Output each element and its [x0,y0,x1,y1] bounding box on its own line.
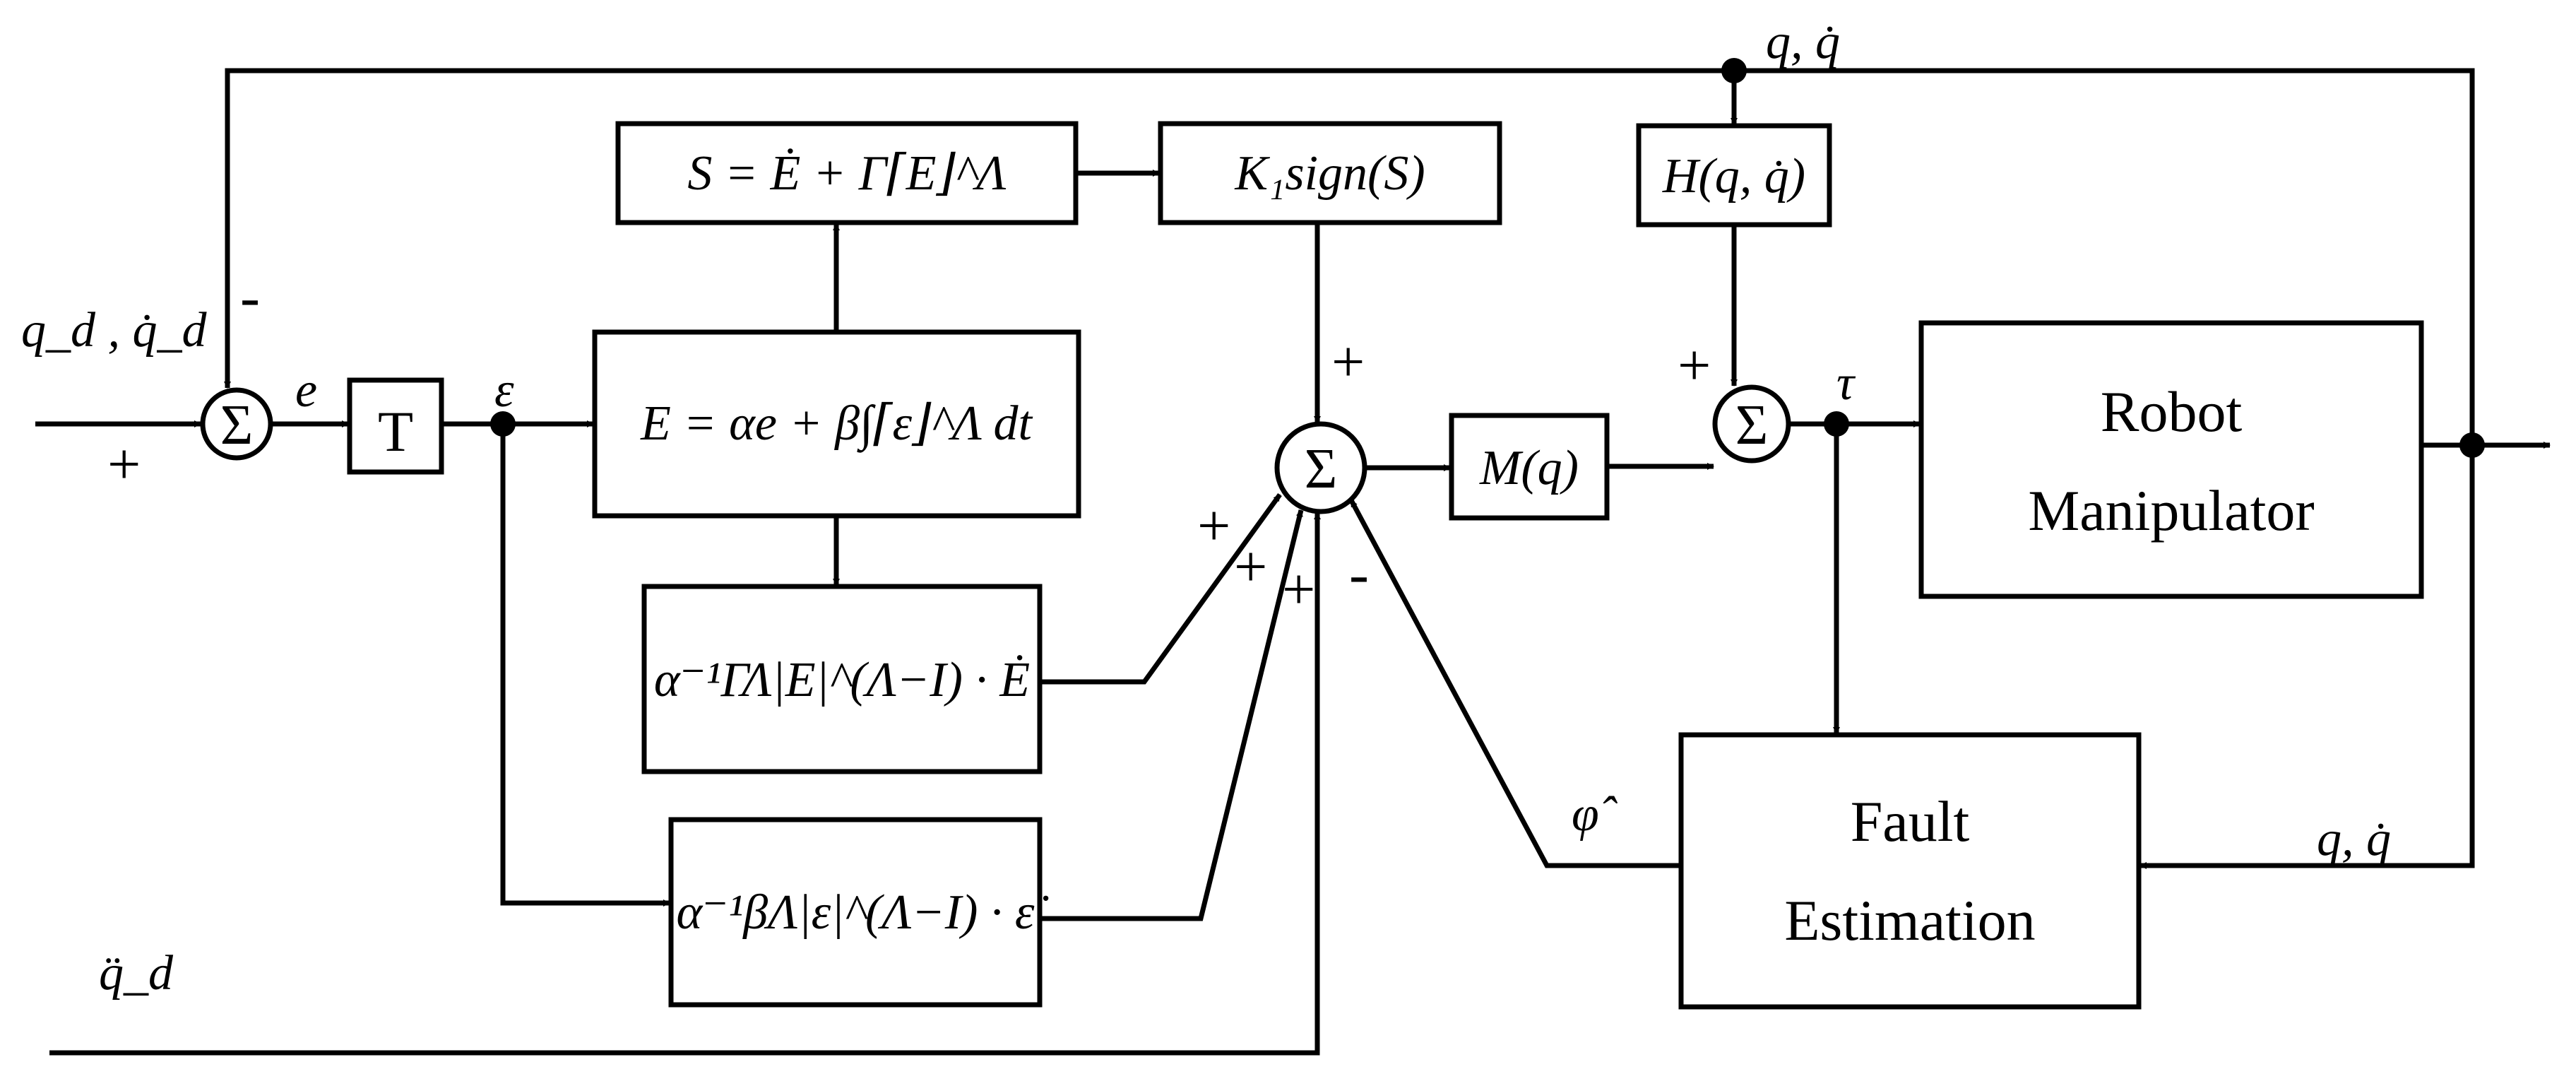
eps-junction-node [490,411,516,437]
observer-line-1: Fault [1851,789,1970,854]
transform-block: T [347,377,444,475]
feedback-minus-sign: - [240,264,260,330]
eps-branch-wire [500,424,670,907]
termE-to-sum-wire [1040,492,1282,685]
sum-symbol: Σ [1305,438,1338,500]
state-to-observer-wire [2139,445,2475,869]
termE-plus-sign: + [1197,493,1230,559]
fault-estimate-wire [1348,499,1681,868]
inertia-label: M(q) [1479,441,1579,495]
sign-plus-sign: + [1331,329,1365,395]
coriolis-label: H(q, q̇) [1662,149,1805,203]
sum-symbol: Σ [1735,394,1769,456]
accel-reference-wire [49,512,1321,1056]
torque-junction-node [1824,411,1849,437]
plant-line-1: Robot [2101,379,2243,444]
term-E-label: α⁻¹ΓΛ|E|^(Λ−I) · Ė [654,653,1030,707]
robot-manipulator-block: Robot Manipulator [1918,320,2424,599]
error-integral-block: E = αe + β∫⌈ε⌋^Λ dt [592,329,1081,519]
term-eps-label: α⁻¹βΛ|ε|^(Λ−I) · ε̇ [677,885,1049,940]
output-junction-node [2459,432,2485,458]
transform-label: T [378,399,413,464]
error-integral-label: E = αe + β∫⌈ε⌋^Λ dt [640,396,1033,453]
term-eps-block: α⁻¹βΛ|ε|^(Λ−I) · ε̇ [668,817,1049,1008]
plant-line-2: Manipulator [2028,478,2314,543]
sign-label: K₁sign(S) [1234,146,1425,201]
sum-junction-error: Σ [200,387,273,461]
observer-line-2: Estimation [1784,888,2035,952]
fault-estimate-label: φ̂ [1572,787,1618,842]
fault-estimation-block: Fault Estimation [1678,732,2142,1010]
fault-minus-sign: - [1349,541,1369,607]
sign-block: K₁sign(S) [1158,121,1502,225]
sum-junction-control: Σ [1274,421,1367,514]
sum-symbol: Σ [220,394,254,456]
error-label: e [295,363,317,418]
sliding-surface-label: S = Ė + Γ⌈E⌋^Λ [687,146,1006,201]
accel-reference-label: q̈_d [99,946,174,1001]
termEps-plus-sign: + [1234,534,1267,600]
coriolis-block: H(q, q̇) [1636,123,1832,228]
inertia-block: M(q) [1449,413,1610,521]
accel-plus-sign: + [1282,557,1315,622]
term-E-block: α⁻¹ΓΛ|E|^(Λ−I) · Ė [641,584,1043,774]
transformed-error-label: ε [494,363,514,418]
state-right-label: q, q̇ [2317,812,2391,866]
state-top-junction-node [1721,58,1747,83]
state-feedback-wire [224,68,2475,456]
sliding-surface-block: S = Ė + Γ⌈E⌋^Λ [615,121,1079,225]
termEps-to-sum-wire [1040,509,1304,921]
coriolis-plus-sign: + [1678,333,1711,399]
state-top-label: q, q̇ [1766,15,1840,69]
ref-plus-sign: + [107,432,141,497]
torque-label: τ [1836,356,1856,411]
reference-label: q_d , q̇_d [21,303,208,358]
sum-junction-torque: Σ [1712,384,1791,464]
